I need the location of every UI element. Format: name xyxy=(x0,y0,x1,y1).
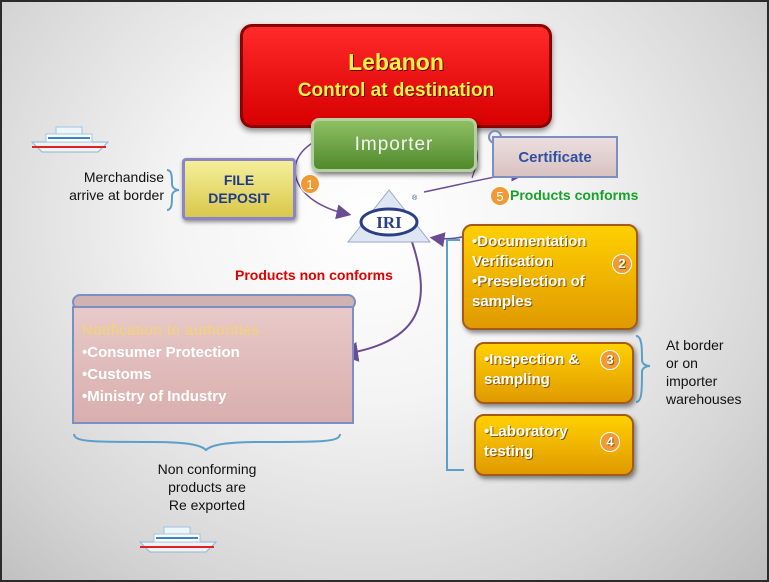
merchandise-line1: Merchandise xyxy=(83,169,164,185)
step-1-badge: 1 xyxy=(300,174,320,194)
iri-logo: IRI ® xyxy=(346,189,432,243)
merchandise-text: Merchandise arrive at border xyxy=(62,168,164,204)
bracket-notification-bottom xyxy=(73,433,341,452)
inspection-box: •Inspection & sampling 3 xyxy=(474,342,634,404)
inspection-line1: •Inspection & xyxy=(484,351,580,368)
reexport-text: Non conforming products are Re exported xyxy=(132,460,282,514)
merchandise-line2: arrive at border xyxy=(69,187,164,203)
title-subtitle: Control at destination xyxy=(297,80,495,101)
reexport-line3: Re exported xyxy=(168,497,246,513)
location-line1: At border xyxy=(666,337,724,353)
documentation-box: •Documentation Verification •Preselectio… xyxy=(462,224,638,330)
reexport-line1: Non conforming xyxy=(157,461,257,477)
documentation-line2: Verification xyxy=(472,253,553,270)
documentation-line4: samples xyxy=(472,293,533,310)
notification-item-1: •Consumer Protection xyxy=(82,344,240,361)
importer-box: Importer xyxy=(311,118,477,172)
laboratory-line2: testing xyxy=(484,443,534,460)
step-2-badge: 2 xyxy=(612,254,632,274)
step-5-badge: 5 xyxy=(490,186,510,206)
location-line4: warehouses xyxy=(666,391,742,407)
products-non-conforms-label: Products non conforms xyxy=(235,267,393,283)
iri-logo-text: IRI xyxy=(376,213,402,232)
title-box: Lebanon Control at destination xyxy=(240,24,552,128)
step-3-badge: 3 xyxy=(600,350,620,370)
ship-top-icon xyxy=(30,126,110,153)
ship-bottom-icon xyxy=(138,526,218,553)
notification-item-3: •Ministry of Industry xyxy=(82,388,227,405)
step-4-badge: 4 xyxy=(600,432,620,452)
title-country: Lebanon xyxy=(348,49,444,75)
location-text: At border or on importer warehouses xyxy=(666,336,742,408)
file-deposit-line2: DEPOSIT xyxy=(208,190,270,206)
bracket-merchandise xyxy=(166,169,180,211)
arrow-iri-to-notification xyxy=(338,241,422,362)
laboratory-box: •Laboratory testing 4 xyxy=(474,414,634,476)
arrow-importer-to-iri xyxy=(294,141,352,220)
notification-item-2: •Customs xyxy=(82,366,152,383)
notification-box: Notification to authorities : •Consumer … xyxy=(72,306,354,424)
location-line2: or on xyxy=(666,355,698,371)
notification-heading: Notification to authorities : xyxy=(82,322,270,339)
laboratory-line1: •Laboratory xyxy=(484,423,568,440)
reexport-line2: products are xyxy=(168,479,246,495)
file-deposit-line1: FILE xyxy=(223,172,255,188)
file-deposit-box: FILE DEPOSIT xyxy=(182,158,296,220)
inspection-line2: sampling xyxy=(484,371,550,388)
location-line3: importer xyxy=(666,373,718,389)
documentation-line3: •Preselection of xyxy=(472,273,585,290)
documentation-line1: •Documentation xyxy=(472,233,587,250)
svg-text:®: ® xyxy=(412,194,418,202)
bracket-location xyxy=(635,335,651,403)
certificate-box: Certificate xyxy=(492,136,618,178)
products-conforms-label: Products conforms xyxy=(510,187,639,203)
bracket-process-left xyxy=(446,239,464,471)
